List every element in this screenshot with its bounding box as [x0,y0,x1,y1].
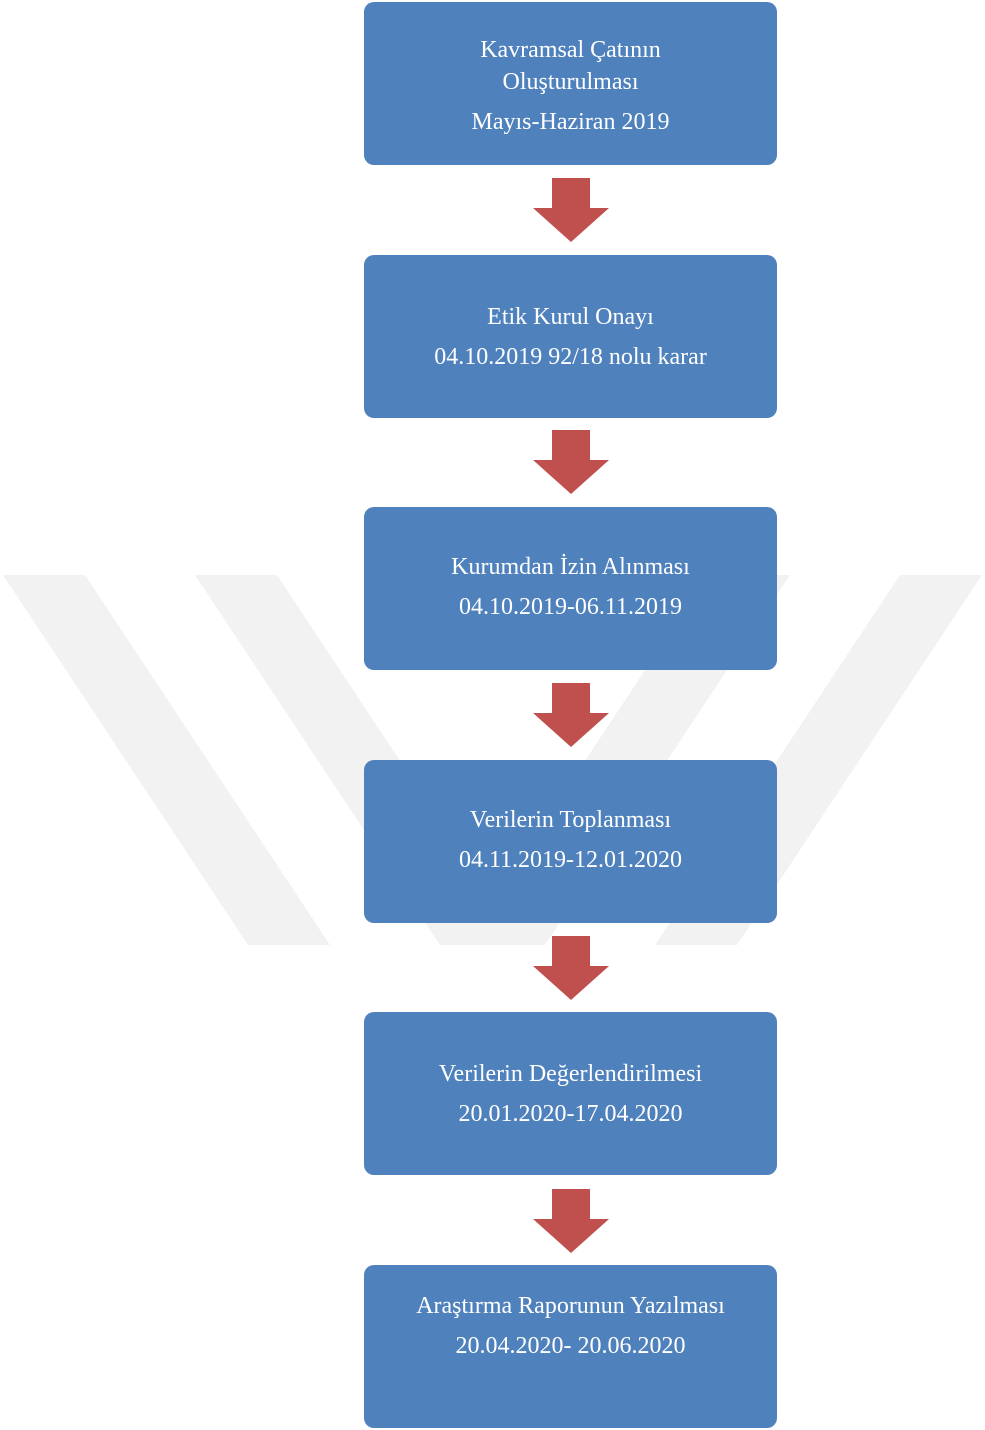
down-arrow-icon [533,683,609,747]
step-box-concept-framework: Kavramsal Çatının Oluşturulması Mayıs-Ha… [364,2,777,165]
step-box-data-collection: Verilerin Toplanması 04.11.2019-12.01.20… [364,760,777,923]
step-5-date: 20.01.2020-17.04.2020 [458,1101,683,1127]
step-3-date: 04.10.2019-06.11.2019 [458,594,683,620]
step-6-title: Araştırma Raporunun Yazılması [416,1293,725,1319]
down-arrow-icon [533,178,609,242]
down-arrow-icon [533,936,609,1000]
watermark-stroke-left-outer [3,575,330,945]
step-6-date: 20.04.2020- 20.06.2020 [455,1333,686,1359]
step-box-institution-permission: Kurumdan İzin Alınması 04.10.2019-06.11.… [364,507,777,670]
step-1-title-line-1: Kavramsal Çatının [480,37,661,63]
step-3-title: Kurumdan İzin Alınması [451,554,690,580]
step-4-title: Verilerin Toplanması [469,807,672,833]
step-2-date: 04.10.2019 92/18 nolu karar [434,344,707,370]
step-box-ethics-approval: Etik Kurul Onayı 04.10.2019 92/18 nolu k… [364,255,777,418]
step-1-date: Mayıs-Haziran 2019 [471,109,670,135]
down-arrow-icon [533,430,609,494]
step-4-date: 04.11.2019-12.01.2020 [458,847,683,873]
down-arrow-icon [533,1189,609,1253]
step-box-report-writing: Araştırma Raporunun Yazılması 20.04.2020… [364,1265,777,1428]
step-1-title-line-2: Oluşturulması [502,69,639,95]
step-5-title: Verilerin Değerlendirilmesi [438,1061,703,1087]
step-2-title: Etik Kurul Onayı [487,304,654,330]
step-box-data-evaluation: Verilerin Değerlendirilmesi 20.01.2020-1… [364,1012,777,1175]
